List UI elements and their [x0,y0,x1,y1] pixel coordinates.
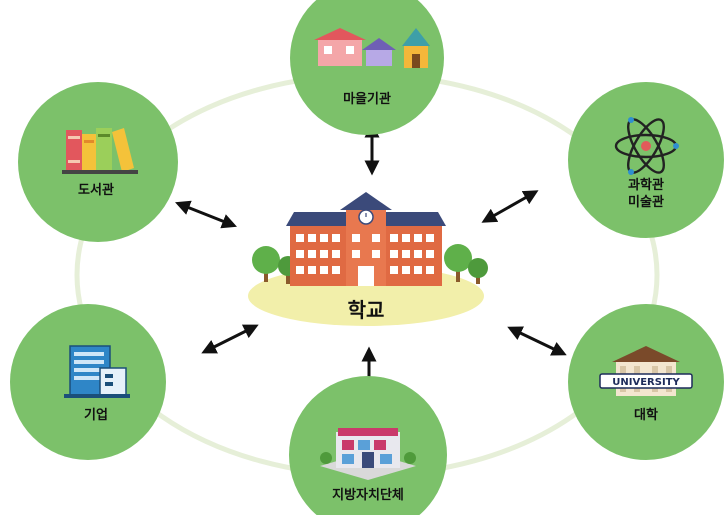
village-houses-icon [314,28,430,68]
office-building-icon [64,345,130,398]
node-label: 과학관 [628,177,664,193]
node-label: 미술관 [628,194,664,210]
node-label: 도서관 [78,182,114,198]
arrow-science [481,190,539,223]
node-university: UNIVERSITY 대학 [568,304,724,460]
center-school: 학교 [248,192,488,326]
books-icon [62,128,138,174]
atom-icon [614,117,679,175]
government-building-icon [320,428,416,480]
node-village: 마을기관 [290,0,444,135]
node-label: 지방자치단체 [332,487,404,503]
arrow-company [201,324,259,354]
node-science: 과학관 미술관 [568,82,724,238]
node-label: 마을기관 [343,91,391,107]
node-company: 기업 [10,304,166,460]
node-library: 도서관 [18,82,178,242]
university-sign-text: UNIVERSITY [612,377,680,388]
university-building-icon: UNIVERSITY [599,346,693,396]
arrow-library [175,200,237,229]
node-label: 기업 [84,408,108,423]
node-local-gov: 지방자치단체 [289,376,447,515]
school-building-icon [286,192,446,286]
node-label: 대학 [634,407,658,423]
center-label: 학교 [348,298,385,322]
arrow-university [507,326,567,356]
